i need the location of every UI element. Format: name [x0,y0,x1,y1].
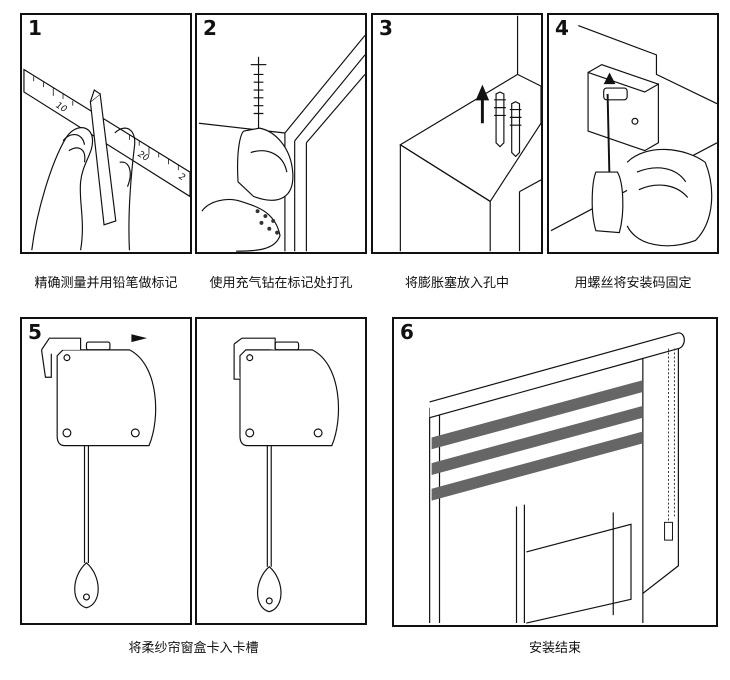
step-2-panel: 2 [195,13,367,254]
hand [626,148,713,247]
step-3-caption: 将膨胀塞放入孔中 [404,276,509,291]
arrow-right [131,334,148,343]
pencil [89,92,117,226]
step-5-caption: 将柔纱帘窗盒卡入卡槽 [128,641,259,656]
weight [257,565,282,613]
step-5-number: 5 [28,320,42,344]
step-3-panel: 3 [371,13,543,254]
window-frame [429,338,683,624]
step-6-number: 6 [400,320,414,344]
screwdriver-shaft [606,93,611,182]
step-2-number: 2 [203,16,217,40]
ruler-mark-2: 2 [177,172,187,184]
cassette-body [239,349,340,447]
window-frame [284,34,365,252]
pull-cord [83,445,90,563]
ruler-pencil-illustration: 10 20 2 [23,68,190,251]
bracket-screw-illustration [550,25,717,247]
step-5-panel-a: 5 [20,317,192,625]
step-1-number: 1 [28,16,42,40]
step-4-caption: 用螺丝将安装码固定 [574,276,692,291]
screwdriver-handle [591,171,624,234]
step-5-panel-b [195,317,367,625]
chain [668,348,675,527]
shade-stripes [431,380,643,501]
wall-anchor-illustration [399,15,541,252]
clip [40,337,82,378]
step-3-number: 3 [379,16,393,40]
drill-illustration [198,34,365,252]
step-4-panel: 4 [547,13,719,254]
step-1-caption: 精确测量并用铅笔做标记 [34,276,178,291]
step-6-panel: 6 [392,317,718,627]
cassette-clip-illustration-a [40,334,157,609]
wall-plug-2 [509,101,522,158]
step-6-caption: 安装结束 [528,641,581,656]
pull-cord [266,445,272,567]
drill-body [237,127,294,201]
hand-right [114,127,136,251]
hand-left [31,127,94,251]
cassette-clip-illustration-b [233,337,340,613]
weight [74,562,99,609]
drill-hand [201,198,281,252]
ruler-ticks [33,76,179,171]
cassette-body [56,349,157,447]
wall-plug-1 [494,91,506,148]
step-1-panel: 1 10 20 2 [20,13,192,254]
step-4-number: 4 [555,16,569,40]
step-2-caption: 使用充气钻在标记处打孔 [209,276,353,291]
chain-weight [664,521,673,541]
mounting-bracket [587,63,659,152]
installed-blind-illustration [429,332,685,624]
cassette [429,332,685,419]
